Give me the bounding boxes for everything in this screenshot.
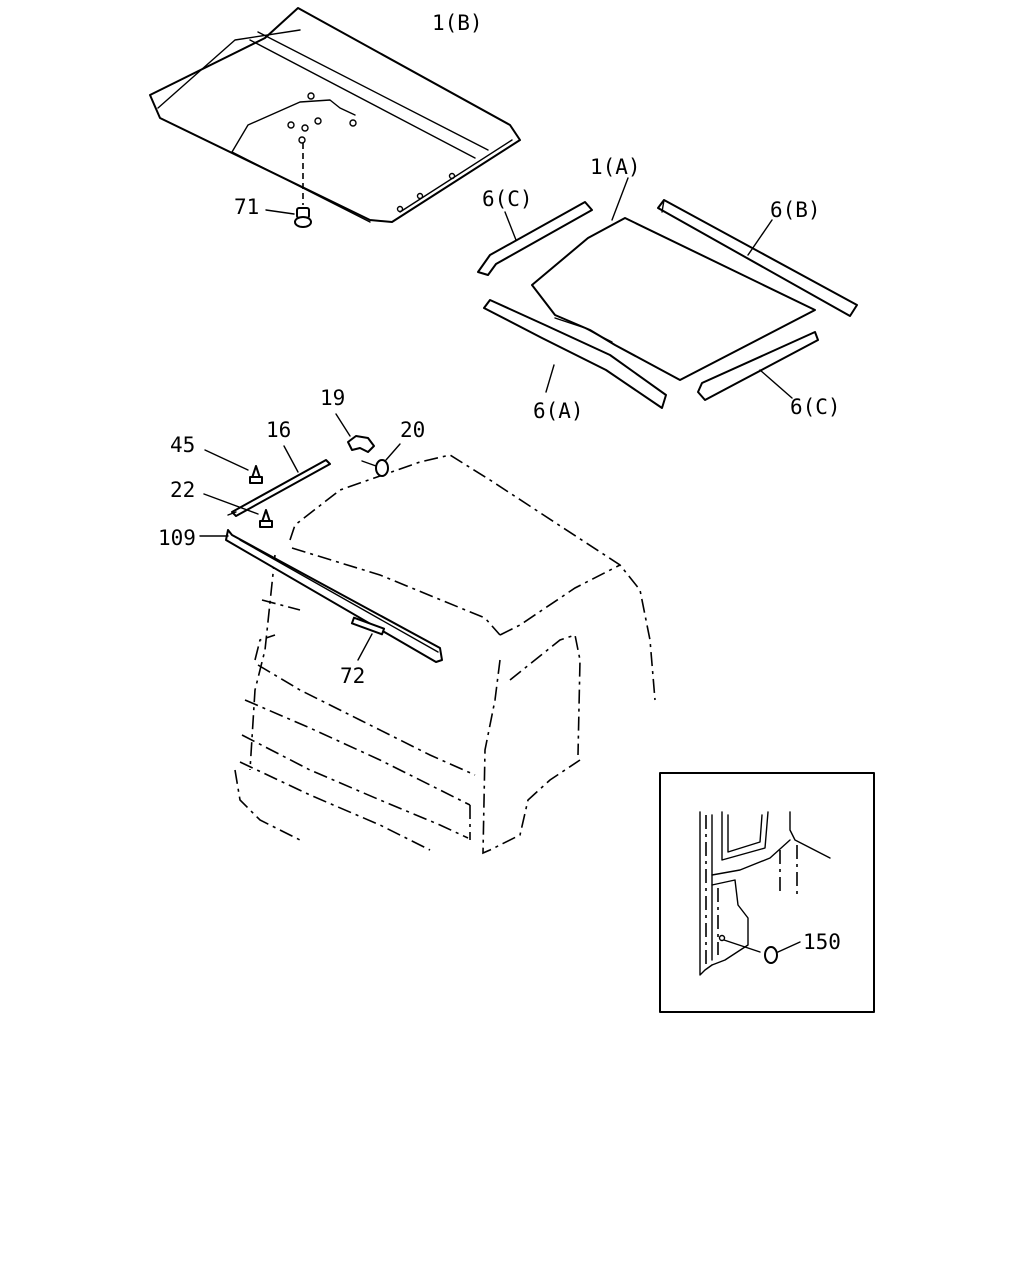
callout-6c-top: 6(C) [482,187,533,211]
callout-72: 72 [340,664,365,688]
callout-6b: 6(B) [770,198,821,222]
callout-6a: 6(A) [533,399,584,423]
callout-71: 71 [234,195,259,219]
callout-1a: 1(A) [590,155,641,179]
truck-cab-outline [234,454,656,855]
callout-109: 109 [158,526,196,550]
molding-6c-bottom [697,331,819,401]
headliner-panel-1b [149,7,521,223]
roof-panel-1a [531,177,816,381]
callout-20: 20 [400,418,425,442]
bracket-19 [335,413,375,453]
callout-1b: 1(B) [432,11,483,35]
clip-71 [265,207,312,228]
strip-72 [350,616,386,661]
callout-16: 16 [266,418,291,442]
molding-6c-top [477,201,593,276]
callout-19: 19 [320,386,345,410]
detail-inset [659,772,875,1013]
callout-150: 150 [803,930,841,954]
bar-16 [227,445,331,517]
molding-109 [199,529,443,663]
callout-6c-bottom: 6(C) [790,395,841,419]
molding-6a [483,299,667,409]
callout-45: 45 [170,433,195,457]
molding-6b [657,199,858,317]
clip-45 [204,449,263,484]
screw-20 [361,443,401,477]
clip-22 [203,493,273,528]
callout-22: 22 [170,478,195,502]
